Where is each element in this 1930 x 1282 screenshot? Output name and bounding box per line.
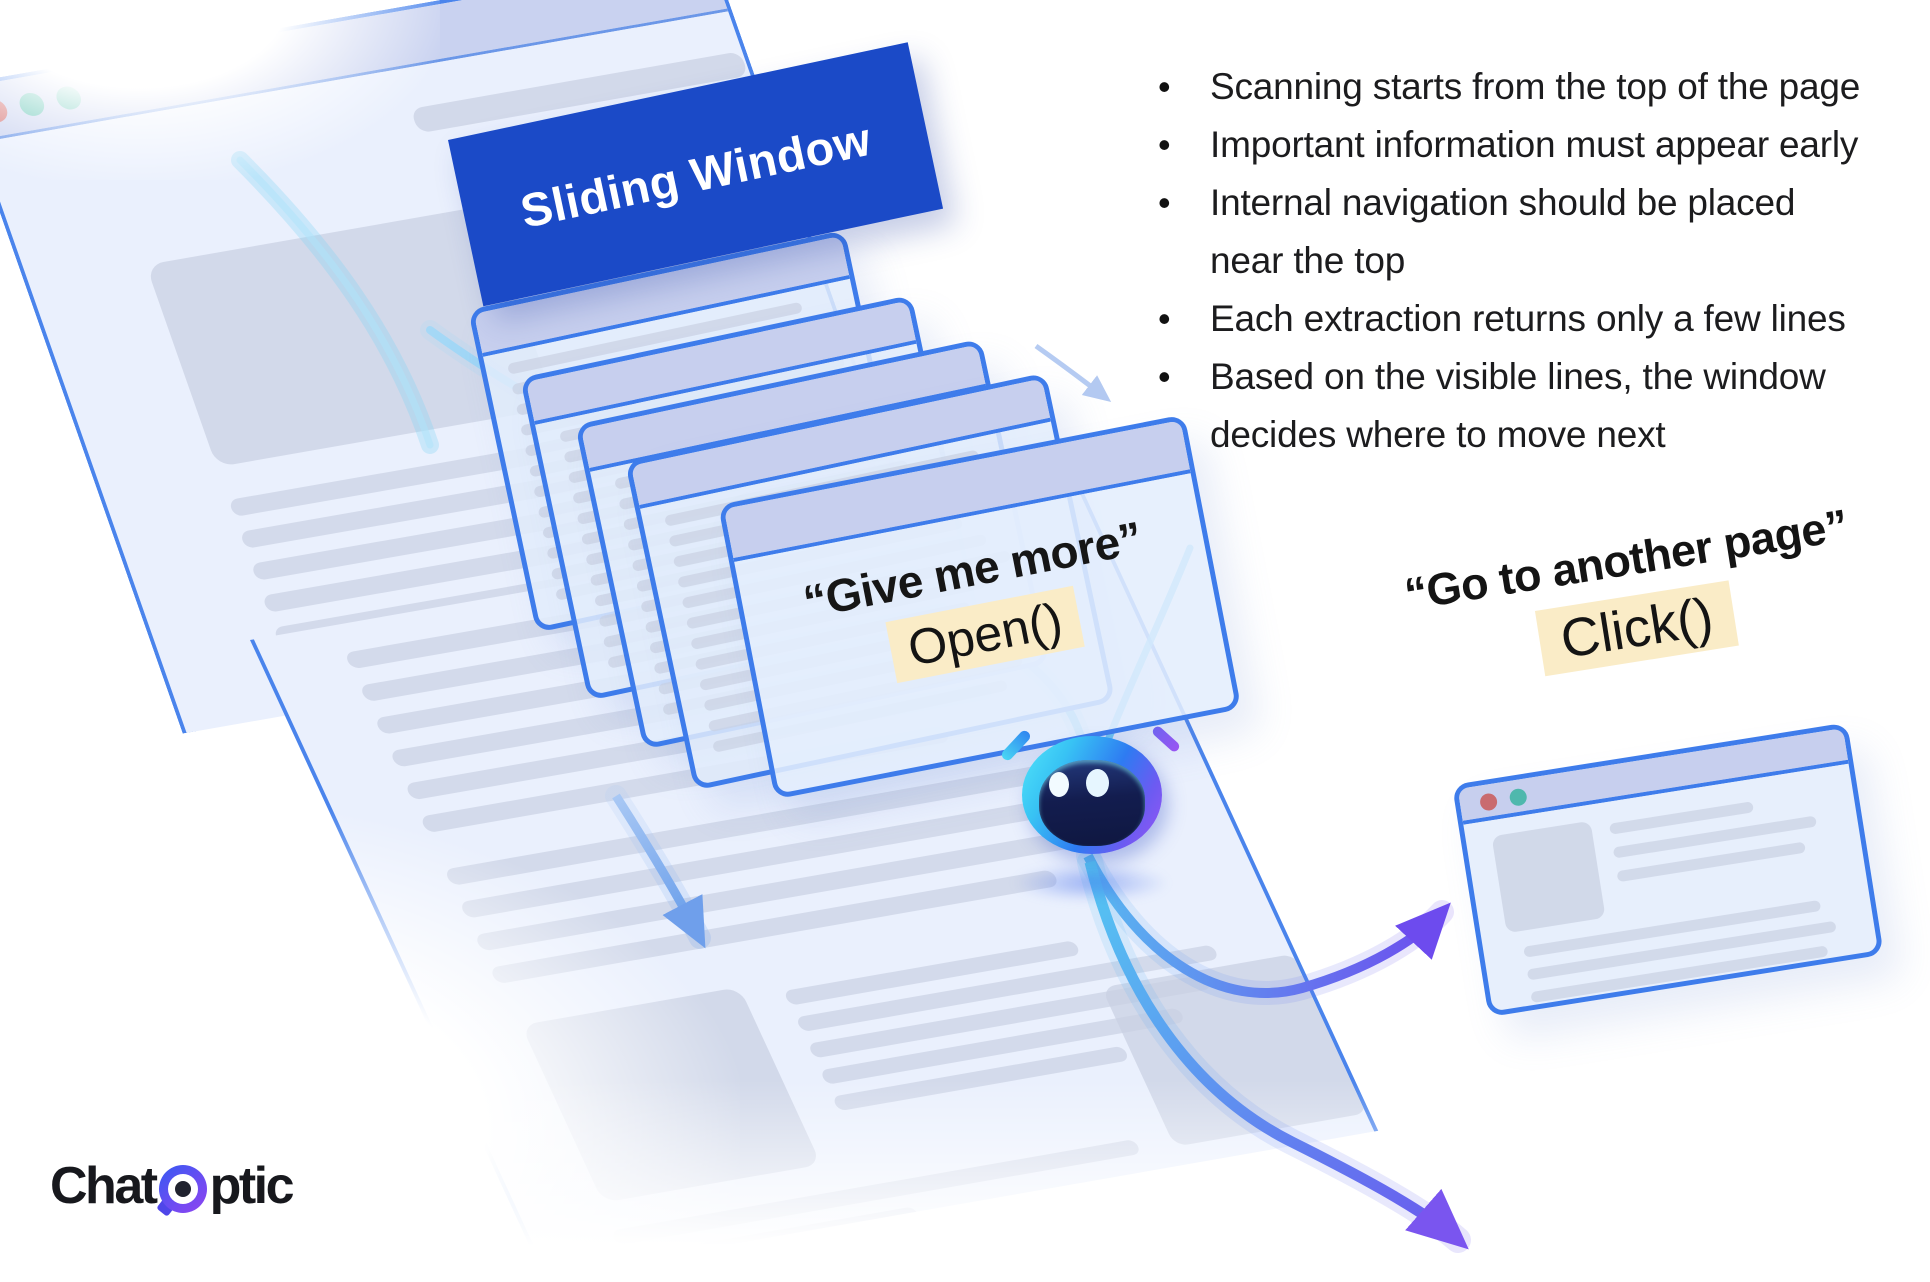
bullet-text: Scanning starts from the top of the page — [1210, 66, 1861, 107]
robot-mascot — [999, 724, 1182, 902]
logo-text-ptic: ptic — [209, 1157, 295, 1215]
logo-bubble-icon — [155, 1165, 207, 1217]
bullet-item: • Each extraction returns only a few line… — [1140, 290, 1920, 348]
placeholder-image — [521, 987, 822, 1203]
bullet-text: Important information must appear early — [1210, 124, 1859, 165]
robot-reflection — [1012, 864, 1170, 902]
bullet-item: • Scanning starts from the top of the pag… — [1140, 58, 1920, 116]
destination-window — [1452, 722, 1884, 1018]
traffic-light-teal-icon — [1508, 787, 1528, 808]
placeholder-image — [1491, 820, 1606, 934]
logo-bubble-dot — [174, 1181, 191, 1197]
traffic-light-teal-icon — [16, 91, 48, 118]
goto-annotation: “Go to another page” Click() — [1385, 497, 1879, 699]
traffic-light-red-icon — [1478, 792, 1499, 812]
bullet-icon: • — [1158, 298, 1171, 339]
bullet-icon: • — [1158, 182, 1171, 223]
placeholder-image — [1101, 953, 1369, 1147]
bullet-icon: • — [1158, 124, 1171, 165]
traffic-light-teal-icon — [53, 84, 85, 112]
logo-text-chat: Chat — [50, 1157, 158, 1215]
bullet-icon: • — [1158, 66, 1171, 107]
bullet-item: • Important information must appear early — [1140, 116, 1920, 174]
bullet-list: • Scanning starts from the top of the pag… — [1140, 58, 1920, 464]
placeholder-lines — [1609, 790, 1838, 896]
chatoptic-logo: Chat ptic — [50, 1156, 295, 1217]
banner-label: Sliding Window — [515, 111, 876, 238]
bullet-icon: • — [1158, 356, 1171, 397]
bullet-text: Each extraction returns only a few lines — [1210, 298, 1846, 339]
robot-eye-right-icon — [1086, 769, 1109, 797]
robot-eye-left-icon — [1049, 772, 1069, 797]
traffic-light-red-icon — [0, 97, 11, 125]
